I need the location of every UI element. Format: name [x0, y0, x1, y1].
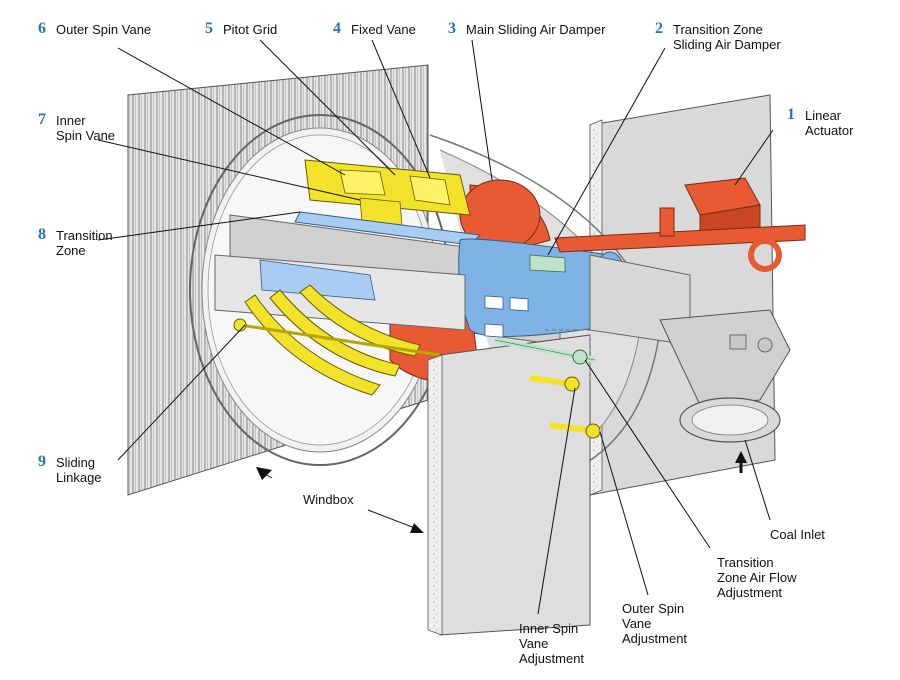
callout-inner-spin-vane: 7 Inner Spin Vane: [38, 111, 116, 144]
callout-fixed-vane: 4 Fixed Vane: [333, 20, 416, 38]
adjustment-rods: [494, 337, 601, 439]
callout-main-sliding-air-damper: 3 Main Sliding Air Damper: [448, 20, 606, 38]
label-transition-zone-air-flow-adjustment: Transition Zone Air Flow Adjustment: [717, 555, 797, 600]
callout-sliding-linkage: 9 Sliding Linkage: [38, 453, 102, 486]
linear-actuator: [554, 177, 806, 272]
callout-transition-zone: 8 Transition Zone: [38, 226, 113, 259]
label-outer-spin-vane-adjustment: Outer Spin Vane Adjustment: [622, 601, 688, 646]
coal-inlet-elbow: [659, 309, 791, 443]
callout-pitot-grid: 5 Pitot Grid: [205, 20, 278, 38]
callout-outer-spin-vane: 6 Outer Spin Vane: [38, 20, 152, 38]
callout-linear-actuator: 1 Linear Actuator: [787, 106, 854, 139]
callout-transition-zone-damper: 2 Transition Zone Sliding Air Damper: [655, 20, 781, 53]
front-windbox-plate: [427, 329, 591, 636]
label-inner-spin-vane-adjustment: Inner Spin Vane Adjustment: [519, 621, 585, 666]
label-coal-inlet: Coal Inlet: [770, 527, 825, 542]
inner-spin-vane: [233, 284, 441, 396]
arrow-heads: [256, 451, 747, 533]
leader-lines: [97, 39, 774, 615]
label-windbox: Windbox: [303, 492, 354, 507]
